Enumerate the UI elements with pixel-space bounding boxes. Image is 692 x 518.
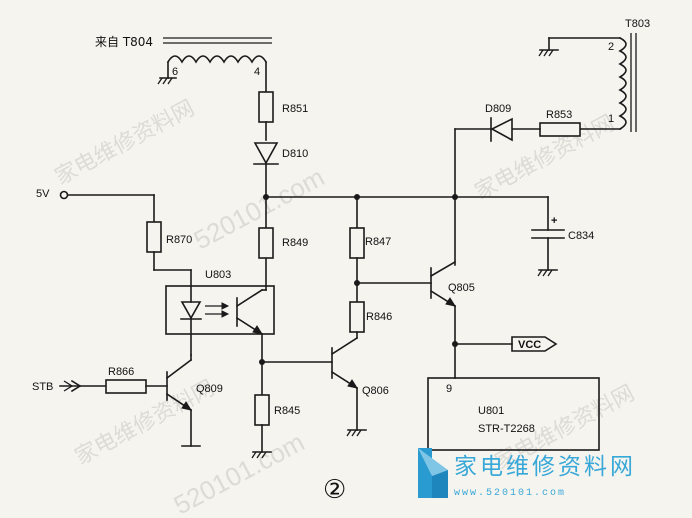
resistor-r846: R846 (349, 301, 392, 333)
resistor-r849: R849 (258, 227, 308, 259)
label-q806: Q806 (362, 385, 389, 397)
label-r845: R845 (274, 405, 300, 417)
label-r853: R853 (546, 109, 572, 121)
ic-u801: 9 U801 STR-T2268 (427, 377, 600, 451)
diode-d810: D810 (253, 142, 308, 165)
site-logo: 家电维修资料网 www.520101.com (418, 448, 636, 499)
transistor-q809: Q809 (165, 354, 223, 447)
label-5v: 5V (36, 188, 50, 200)
label-pin6: 6 (172, 66, 178, 78)
label-u801: U801 (478, 405, 504, 417)
watermark-number: 520101.com (169, 427, 309, 518)
vcc-tag: VCC (454, 336, 558, 352)
label-r870: R870 (166, 234, 192, 246)
label-r846: R846 (366, 311, 392, 323)
label-pin2: 2 (608, 41, 614, 53)
label-pin9: 9 (446, 383, 452, 395)
resistor-r845: R845 (254, 394, 300, 426)
resistor-r866: R866 (105, 366, 147, 394)
diode-d809: D809 (485, 103, 513, 142)
label-vcc: VCC (518, 339, 541, 351)
resistor-r851: R851 (258, 91, 308, 123)
transistor-q806: Q806 (330, 336, 389, 437)
label-r866: R866 (108, 366, 134, 378)
label-from-t804: 来自 T804 (95, 35, 153, 49)
label-pin4: 4 (254, 66, 260, 78)
label-c834: C834 (568, 230, 594, 242)
transistor-q805: Q805 (429, 260, 475, 308)
figure-mark: ② (323, 475, 346, 505)
logo-url: www.520101.com (454, 488, 566, 499)
label-r847: R847 (365, 236, 391, 248)
label-u803: U803 (205, 269, 231, 281)
watermark-text: 家电维修资料网 (51, 96, 199, 190)
optocoupler-u803: U803 (165, 269, 275, 356)
logo-text: 家电维修资料网 (454, 454, 636, 480)
label-pin1: 1 (608, 113, 614, 125)
input-stb: STB (32, 379, 82, 393)
label-q805: Q805 (448, 282, 475, 294)
svg-text:+: + (551, 215, 557, 227)
label-d810: D810 (282, 148, 308, 160)
transformer-t803: T803 2 1 (538, 18, 650, 132)
transformer-t804: 来自 T804 6 4 (95, 35, 272, 93)
supply-5v: 5V (36, 188, 155, 223)
label-t803: T803 (625, 18, 650, 30)
resistor-r847: R847 (349, 227, 391, 259)
resistor-r870: R870 (146, 221, 192, 253)
label-u801-part: STR-T2268 (478, 423, 535, 435)
label-r849: R849 (282, 237, 308, 249)
capacitor-c834: + C834 (531, 196, 594, 277)
logo-icon (418, 448, 448, 498)
label-q809: Q809 (196, 383, 223, 395)
label-stb: STB (32, 381, 53, 393)
resistor-r853: R853 (539, 109, 581, 137)
label-r851: R851 (282, 103, 308, 115)
label-d809: D809 (485, 103, 511, 115)
